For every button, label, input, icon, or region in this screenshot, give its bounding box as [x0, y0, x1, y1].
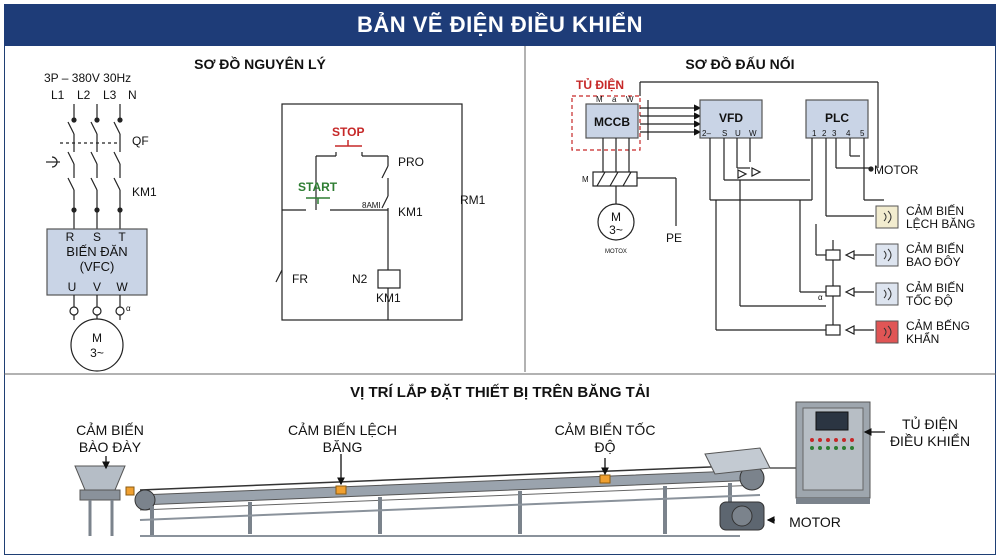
svg-text:5: 5 [860, 129, 865, 138]
mccb-box [585, 103, 639, 139]
km1-label: KM1 [132, 185, 157, 199]
page-title: BẢN VẼ ĐIỆN ĐIỀU KHIỂN [4, 4, 996, 46]
install-title: VỊ TRÍ LẮP ĐẶT THIẾT BỊ TRÊN BĂNG TẢI [350, 384, 650, 401]
svg-text:3~: 3~ [609, 223, 623, 237]
start-label: START [298, 180, 338, 194]
stop-label: STOP [332, 125, 364, 139]
svg-text:a: a [612, 95, 617, 104]
tu-dien-label: TỦ ĐIỆN [576, 77, 624, 92]
wiring-title: SƠ ĐỒ ĐẤU NỐI [685, 56, 795, 72]
svg-text:W: W [749, 129, 757, 138]
phase-l3: L3 [103, 88, 117, 102]
svg-text:2–: 2– [702, 129, 711, 138]
deviation-sensor-mark [335, 485, 347, 495]
svg-text:W: W [116, 280, 128, 294]
svg-text:V: V [93, 280, 101, 294]
qf-label: QF [132, 134, 149, 148]
svg-text:KHẨN: KHẨN [906, 331, 939, 346]
svg-text:W: W [626, 95, 634, 104]
svg-text:3: 3 [832, 129, 837, 138]
phase-l1: L1 [51, 88, 65, 102]
sensor-speed-icon [875, 282, 899, 306]
motor-symbol [70, 318, 124, 372]
svg-text:S: S [93, 230, 101, 244]
pe-label: PE [666, 231, 682, 245]
rm1-label: RM1 [460, 193, 486, 207]
wiring-motor-symbol [597, 203, 635, 241]
svg-text:T: T [118, 230, 126, 244]
svg-text:α: α [818, 293, 823, 302]
svg-text:4: 4 [846, 129, 851, 138]
svg-text:N2: N2 [352, 272, 368, 286]
vfd-label: BIẾN ĐĂN [66, 244, 127, 259]
svg-text:CẢM BẾNG: CẢM BẾNG [906, 318, 970, 333]
svg-text:CẢM BIẾN: CẢM BIẾN [906, 203, 964, 218]
fr-label: FR [292, 272, 308, 286]
power-circuit: 3P – 380V 30Hz L1 L2 L3 N QF KM1 R S T B… [44, 71, 157, 372]
control-circuit: STOP PRO 8ΑΜΙ KM1 START FR RM1 N2 KM1 [275, 103, 486, 321]
svg-text:TỐC ĐỘ: TỐC ĐỘ [906, 293, 953, 308]
svg-text:S: S [722, 129, 727, 138]
svg-text:3~: 3~ [90, 346, 104, 360]
wiring-diagram: TỦ ĐIỆN M a W MCCB VFD 2– S U W PLC 1 2 … [571, 77, 919, 336]
motor-output-label: MOTOR [874, 163, 919, 177]
cabinet-outline [571, 95, 641, 151]
sensor-icons [875, 205, 899, 344]
svg-text:CẢM BIẾN: CẢM BIẾN [906, 280, 964, 295]
svg-text:U: U [735, 129, 741, 138]
svg-text:U: U [68, 280, 77, 294]
pro-label: PRO [398, 155, 424, 169]
svg-text:LỆCH BĂNG: LỆCH BĂNG [906, 216, 975, 231]
plc-box [805, 99, 869, 139]
vfd-box [699, 99, 763, 139]
km1-contact-label: KM1 [398, 205, 423, 219]
svg-text:α: α [126, 304, 131, 313]
vfd-box [46, 228, 148, 296]
svg-text:2: 2 [822, 129, 827, 138]
mccb-label: MCCB [594, 115, 630, 129]
svg-text:1: 1 [812, 129, 817, 138]
svg-text:BAO ĐÔY: BAO ĐÔY [906, 254, 961, 269]
svg-text:MOTOX: MOTOX [605, 249, 627, 255]
sensor-deviation-icon [875, 205, 899, 229]
svg-text:M: M [596, 95, 603, 104]
phase-n: N [128, 88, 137, 102]
sensor-fullness-icon [875, 243, 899, 267]
supply-label: 3P – 380V 30Hz [44, 71, 131, 85]
svg-text:CẢM BIẾN: CẢM BIẾN [906, 241, 964, 256]
plc-label: PLC [825, 111, 849, 125]
svg-text:M: M [611, 210, 621, 224]
motor-label: MOTOR [789, 514, 841, 530]
conveyor-illustration [74, 401, 871, 537]
vfd-label: VFD [719, 111, 743, 125]
phase-l2: L2 [77, 88, 91, 102]
svg-text:M: M [92, 331, 102, 345]
svg-text:R: R [66, 230, 75, 244]
fullness-sensor-mark [125, 486, 135, 496]
sensor-emergency-icon [875, 320, 899, 344]
svg-text:(VFC): (VFC) [80, 259, 115, 274]
schematic-title: SƠ ĐỒ NGUYÊN LÝ [194, 56, 326, 72]
svg-text:8ΑΜΙ: 8ΑΜΙ [362, 201, 381, 210]
svg-text:M: M [582, 175, 589, 184]
speed-sensor-mark [599, 474, 611, 484]
